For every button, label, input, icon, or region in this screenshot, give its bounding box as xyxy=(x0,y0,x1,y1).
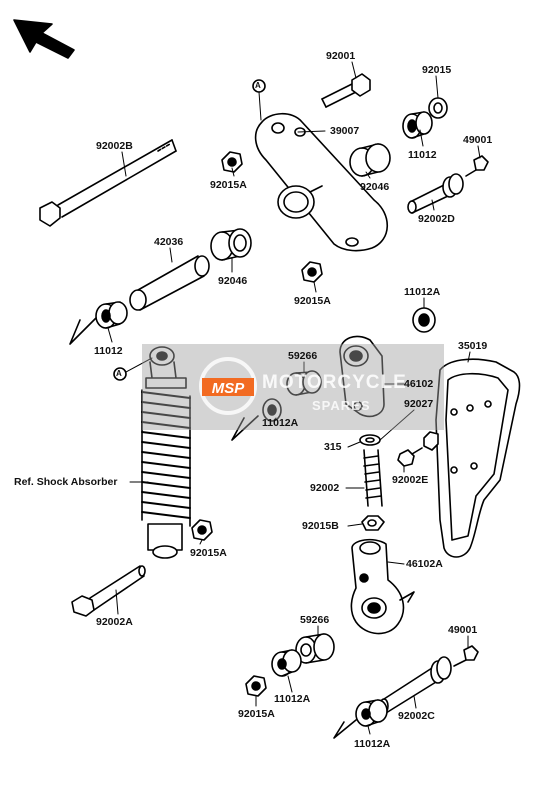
label-42036: 42036 xyxy=(154,236,184,248)
watermark-logo-icon: MSP xyxy=(199,357,257,415)
part-92046-bearing-top xyxy=(349,143,391,177)
part-92015A-nut-mid xyxy=(301,261,323,283)
part-92015A-nut-top xyxy=(221,151,243,173)
part-92002B-bolt xyxy=(39,139,177,227)
label-92002E: 92002E xyxy=(392,474,429,486)
part-11012A-collar-right xyxy=(412,307,436,333)
guide-arrow-left xyxy=(69,317,97,345)
label-59266-top: 59266 xyxy=(288,350,318,362)
part-92002E-bolt xyxy=(397,447,423,467)
label-11012-left: 11012 xyxy=(94,345,123,357)
part-92002-stud xyxy=(363,449,383,507)
part-11012A-collar-mid xyxy=(262,398,282,422)
watermark-brand: MOTORCYCLE xyxy=(262,372,407,393)
guide-arrow-right xyxy=(399,591,415,603)
marker-a-top-label: A xyxy=(255,81,261,90)
part-11012A-collar-bottom-right xyxy=(355,699,388,727)
part-92015B-nut xyxy=(361,515,385,531)
label-11012A-bottom: 11012A xyxy=(354,738,391,750)
part-42036-sleeve xyxy=(129,255,210,311)
part-92015A-nut-bot xyxy=(245,675,267,697)
part-92015A-nut-shock xyxy=(191,519,213,541)
shock-absorber xyxy=(141,346,191,559)
part-92027-nut xyxy=(423,431,439,451)
label-92015A-shock: 92015A xyxy=(190,547,227,559)
watermark-sub: SPARES xyxy=(312,398,371,413)
part-59266-bearing-bot xyxy=(295,633,335,664)
marker-a-shock-label: A xyxy=(116,369,122,378)
label-49001-top: 49001 xyxy=(463,134,493,146)
label-92015A-top: 92015A xyxy=(210,179,247,191)
label-11012A-right: 11012A xyxy=(404,286,441,298)
part-39007-rocker-arm xyxy=(254,112,388,252)
label-11012A-bot: 11012A xyxy=(274,693,311,705)
label-49001-bot: 49001 xyxy=(448,624,478,636)
label-59266-bot: 59266 xyxy=(300,614,330,626)
label-39007: 39007 xyxy=(330,125,360,137)
label-11012A-mid: 11012A xyxy=(262,417,299,429)
part-92002A-bolt xyxy=(71,565,146,617)
label-315: 315 xyxy=(324,441,342,453)
part-11012-collar xyxy=(402,111,433,139)
part-92015-nut xyxy=(428,97,448,119)
label-46102: 46102 xyxy=(404,378,434,390)
part-46102A-link xyxy=(350,538,405,635)
part-49001-nipple-bot xyxy=(453,645,479,667)
part-46102-link xyxy=(339,335,385,418)
marker-a-shock xyxy=(113,357,153,381)
label-92015A-mid: 92015A xyxy=(294,295,331,307)
marker-a-top xyxy=(252,79,266,121)
part-59266-bearing-top xyxy=(286,370,322,396)
label-92015: 92015 xyxy=(422,64,452,76)
front-direction-arrow-icon xyxy=(13,19,75,59)
label-92002D: 92002D xyxy=(418,213,455,225)
label-92002A: 92002A xyxy=(96,616,133,628)
part-315-washer xyxy=(359,434,381,446)
part-49001-nipple xyxy=(465,155,489,177)
watermark-band xyxy=(142,344,444,430)
part-35019-guard xyxy=(435,358,521,558)
label-92002B: 92002B xyxy=(96,140,133,152)
label-92015A-bot: 92015A xyxy=(238,708,275,720)
label-92002C: 92002C xyxy=(398,710,435,722)
leader-lines xyxy=(107,61,481,735)
label-92027: 92027 xyxy=(404,398,434,410)
label-92015B: 92015B xyxy=(302,520,339,532)
label-92046-top: 92046 xyxy=(360,181,390,193)
svg-text:MSP: MSP xyxy=(212,380,246,397)
label-11012-top: 11012 xyxy=(408,149,437,161)
part-92002D-shaft xyxy=(407,173,464,214)
label-35019: 35019 xyxy=(458,340,488,352)
part-11012-collar-left xyxy=(95,301,128,329)
label-46102A: 46102A xyxy=(406,558,443,570)
part-92001-bolt xyxy=(321,73,371,108)
label-ref-shock: Ref. Shock Absorber xyxy=(14,476,118,488)
label-92001: 92001 xyxy=(326,50,356,62)
guide-arrow-bottom xyxy=(333,719,357,739)
label-92002: 92002 xyxy=(310,482,340,494)
guide-arrow-mid xyxy=(231,415,259,441)
part-92046-bearing-mid xyxy=(210,228,252,261)
part-11012A-collar-bot xyxy=(271,649,302,677)
label-92046-mid: 92046 xyxy=(218,275,248,287)
